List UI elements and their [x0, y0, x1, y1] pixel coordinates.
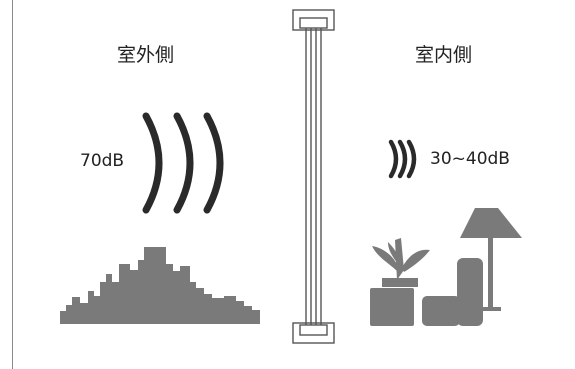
indoor-side-label: 室内側 — [415, 44, 473, 66]
sound-waves-small-icon — [388, 139, 417, 179]
outdoor-level-label: 70dB — [80, 151, 125, 171]
city-skyline-icon — [60, 247, 260, 324]
sound-waves-large-icon — [142, 112, 224, 214]
sofa-icon — [422, 258, 483, 326]
window-sash-icon — [292, 9, 335, 344]
potted-plant-icon — [370, 238, 430, 326]
outdoor-side-label: 室外側 — [117, 44, 175, 66]
indoor-level-label: 30~40dB — [430, 149, 510, 169]
floor-lamp-icon — [460, 208, 522, 311]
